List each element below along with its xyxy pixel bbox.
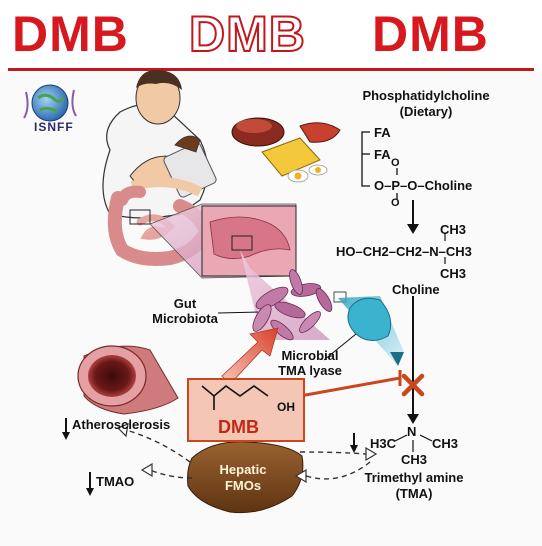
choline-ch3-bottom: CH3 xyxy=(440,266,467,281)
fa-label-2: FA xyxy=(374,147,391,162)
tma-label: Trimethyl amine xyxy=(364,470,464,485)
decrease-arrows xyxy=(65,418,355,490)
phosphate-oxygen-top: O xyxy=(391,157,400,169)
tma-bonds xyxy=(394,434,433,452)
microbial-label: Microbial xyxy=(281,348,339,363)
tma-nitrogen: N xyxy=(407,424,417,439)
tma-h3c: H3C xyxy=(370,436,397,451)
title-banner: DMB DMB DMB xyxy=(0,0,542,72)
metabolism-dashed-arrows xyxy=(125,429,371,480)
fmos-label: FMOs xyxy=(224,478,262,493)
banner-rule xyxy=(8,68,534,71)
isnff-logo-text: ISNFF xyxy=(34,120,74,134)
gut-label: Gut xyxy=(173,296,197,311)
tma-lyase-label: TMA lyase xyxy=(278,363,342,378)
banner-title-middle: DMB xyxy=(188,5,306,63)
atherosclerosis-label: Atherosclerosis xyxy=(72,417,171,432)
dmb-label: DMB xyxy=(218,417,259,437)
choline-ch3-top: CH3 xyxy=(440,222,467,237)
dietary-food-illustration xyxy=(231,117,341,183)
dietary-subtitle: (Dietary) xyxy=(399,104,453,119)
tma-lyase-enzyme xyxy=(347,297,392,341)
fa-bracket xyxy=(361,131,398,199)
banner-title-left: DMB xyxy=(12,6,129,62)
tmao-label: TMAO xyxy=(96,474,135,489)
phosphate-chain: O–P–O–Choline xyxy=(374,178,473,193)
inhibition-line xyxy=(299,376,401,398)
artery-illustration xyxy=(77,345,179,415)
phosphate-oxygen-bottom: O xyxy=(391,197,400,209)
inhibition-x-icon xyxy=(401,373,425,397)
microbiota-label: Microbiota xyxy=(152,311,218,326)
tma-ch3-bottom: CH3 xyxy=(401,452,428,467)
tma-abbrev-label: (TMA) xyxy=(395,486,433,501)
banner-title-right: DMB xyxy=(372,6,489,62)
hepatic-label: Hepatic xyxy=(219,462,267,477)
choline-formula: HO–CH2–CH2–N–CH3 xyxy=(336,244,472,259)
liver-illustration xyxy=(187,441,304,514)
choline-label: Choline xyxy=(392,282,440,297)
isnff-logo xyxy=(23,84,77,122)
fa-label-1: FA xyxy=(374,125,391,140)
phosphatidylcholine-title: Phosphatidylcholine xyxy=(362,88,490,103)
tma-ch3-right: CH3 xyxy=(432,436,459,451)
gut-microbiota-illustration xyxy=(252,269,347,341)
dmb-oh-label: OH xyxy=(277,400,295,414)
